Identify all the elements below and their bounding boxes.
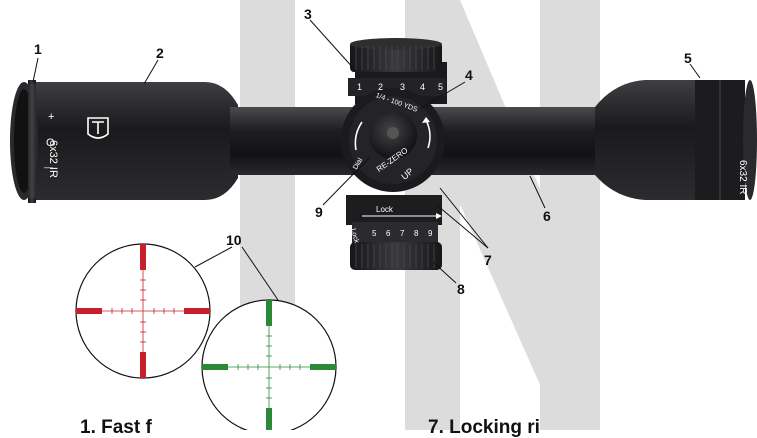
callout-5: 5 (684, 50, 692, 66)
callout-2: 2 (156, 45, 164, 61)
brand-logo (87, 117, 109, 139)
focus-num-8: 8 (414, 229, 419, 238)
scope-right-bell (595, 80, 757, 200)
heading-fast-focus: 1. Fast f (80, 417, 152, 438)
callout-1: 1 (34, 41, 42, 57)
turret-num-5: 5 (438, 82, 443, 92)
lower-turret (346, 195, 442, 270)
windage-turret (341, 88, 445, 192)
callout-4: 4 (465, 67, 473, 83)
callout-8: 8 (457, 281, 465, 297)
turret-num-4: 4 (420, 82, 425, 92)
callout-3: 3 (304, 6, 312, 22)
focus-num-5: 5 (372, 229, 377, 238)
callout-6: 6 (543, 208, 551, 224)
focus-num-7: 7 (400, 229, 405, 238)
focus-num-6: 6 (386, 229, 391, 238)
illum-plus-label: + (48, 111, 54, 123)
callout-9: 9 (315, 204, 323, 220)
illum-minus-label: — (44, 162, 53, 172)
model-label-right: 6x32 IR (737, 160, 748, 194)
lock-ring-label-2: Lock (349, 228, 360, 245)
turret-num-3: 3 (400, 82, 405, 92)
turret-num-2: 2 (378, 82, 383, 92)
callout-7: 7 (484, 252, 492, 268)
focus-num-9: 9 (428, 229, 433, 238)
green-reticle (201, 299, 337, 430)
lock-ring-label: Lock (376, 205, 394, 214)
model-label-left: 6x32 IR (47, 140, 59, 178)
heading-locking-ring: 7. Locking ri (428, 417, 540, 438)
illum-off-label: O (46, 137, 55, 149)
turret-num-1: 1 (357, 82, 362, 92)
callout-10: 10 (226, 232, 242, 248)
red-reticle (75, 243, 211, 379)
scope-left-bell (10, 80, 238, 203)
leader-lines (32, 19, 701, 301)
